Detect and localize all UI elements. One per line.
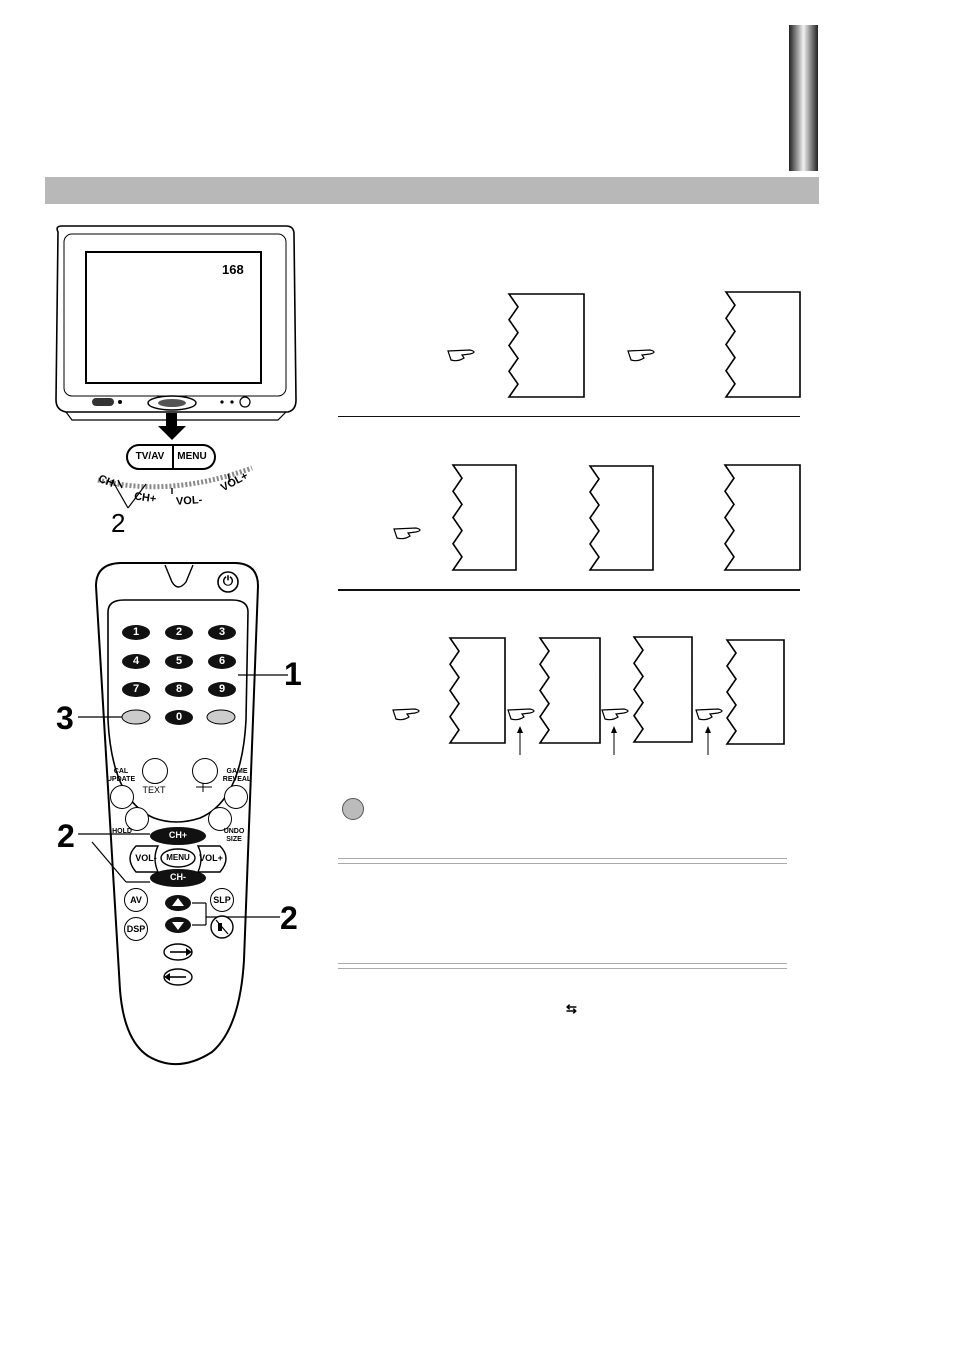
pointing-hand-icon — [393, 527, 421, 540]
remote-hold-button[interactable] — [125, 807, 149, 831]
pointing-hand-icon — [507, 708, 535, 721]
up-arrow-icon-head — [517, 726, 523, 733]
remote-callout-ch: 2 — [57, 818, 75, 854]
pointing-hand-icon — [447, 349, 475, 362]
pointing-hand-icon — [392, 708, 420, 721]
remote-digit-6[interactable]: 6 — [208, 654, 236, 669]
note-box-bottom-rule — [338, 963, 787, 969]
note-bullet-icon — [342, 798, 364, 820]
section-divider-1 — [338, 416, 800, 417]
screen-frame — [723, 464, 801, 571]
remote-game-reveal-label: GAME REVEAL — [222, 768, 252, 783]
section-header-band — [45, 177, 819, 204]
tv-callout-number: 2 — [111, 508, 126, 538]
screen-frame — [632, 636, 693, 743]
remote-callout-updown: 2 — [280, 900, 298, 936]
remote-digit-9[interactable]: 9 — [208, 682, 236, 697]
remote-digit-0[interactable]: 0 — [165, 710, 193, 725]
remote-vol-minus-button[interactable]: VOL- — [135, 853, 157, 863]
remote-text-button[interactable] — [142, 758, 168, 784]
remote-digit-1[interactable]: 1 — [122, 625, 150, 640]
screen-frame — [588, 465, 654, 571]
remote-hold-size-button[interactable] — [192, 758, 218, 784]
remote-callout-digits: 1 — [284, 656, 302, 692]
tv-menu-button[interactable]: MENU — [170, 444, 216, 470]
remote-callout-left: 3 — [56, 700, 74, 736]
remote-undo-size-button[interactable] — [208, 807, 232, 831]
screen-frame — [451, 464, 517, 571]
remote-digit-3[interactable]: 3 — [208, 625, 236, 640]
chapter-tab-gradient — [789, 25, 818, 171]
section-divider-2 — [338, 589, 800, 591]
remote-hold-label: HOLD — [112, 828, 132, 835]
remote-slp-button[interactable]: SLP — [210, 888, 234, 912]
remote-digit-8[interactable]: 8 — [165, 682, 193, 697]
screen-frame — [724, 291, 801, 398]
remote-undo-size-label: UNDO SIZE — [223, 828, 245, 843]
remote-digit-4[interactable]: 4 — [122, 654, 150, 669]
up-arrow-icon-head — [705, 726, 711, 733]
pointing-hand-icon — [627, 349, 655, 362]
screen-frame — [507, 293, 585, 398]
remote-text-label: TEXT — [142, 785, 166, 795]
remote-ch-plus-button[interactable]: CH+ — [168, 830, 188, 840]
screen-frame — [538, 637, 601, 744]
remote-dsp-button[interactable]: DSP — [124, 917, 148, 941]
remote-ch-minus-button[interactable]: CH- — [170, 872, 186, 882]
remote-cal-update-button[interactable] — [110, 785, 134, 809]
remote-digit-5[interactable]: 5 — [165, 654, 193, 669]
remote-menu-button[interactable]: MENU — [166, 853, 190, 862]
pointing-hand-icon — [695, 708, 723, 721]
remote-digit-2[interactable]: 2 — [165, 625, 193, 640]
remote-game-reveal-button[interactable] — [224, 785, 248, 809]
power-icon[interactable]: ⏻ — [222, 573, 234, 588]
tv-channel-display: 168 — [222, 262, 244, 277]
cycle-arrows-icon: ⇆ — [566, 1001, 577, 1016]
screen-frame — [448, 637, 506, 744]
up-arrow-icon-head — [611, 726, 617, 733]
remote-av-button[interactable]: AV — [124, 888, 148, 912]
remote-digit-7[interactable]: 7 — [122, 682, 150, 697]
note-box-top-rule — [338, 858, 787, 864]
pointing-hand-icon — [601, 708, 629, 721]
remote-vol-plus-button[interactable]: VOL+ — [199, 853, 223, 863]
screen-frame — [725, 639, 785, 745]
remote-cal-update-label: CAL UPDATE — [106, 768, 136, 783]
